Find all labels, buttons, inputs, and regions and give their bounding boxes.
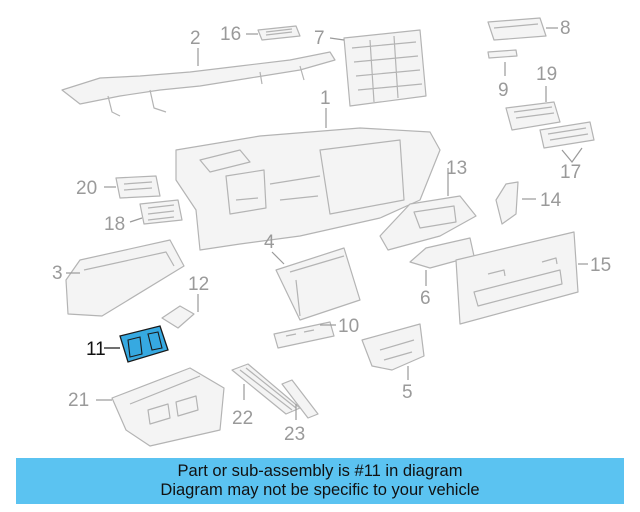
callout-14: 14 <box>540 190 562 211</box>
callout-8: 8 <box>560 18 571 39</box>
callout-20: 20 <box>76 178 97 199</box>
parts-diagram: 2 16 7 8 9 19 17 1 <box>52 17 611 447</box>
part-11-highlighted[interactable] <box>119 325 169 363</box>
callout-9: 9 <box>498 80 509 101</box>
part-21-lower-trim <box>111 367 225 447</box>
callout-23: 23 <box>284 424 305 445</box>
part-5-console <box>361 323 425 371</box>
leader-18 <box>129 217 143 223</box>
part-3-side-panel <box>65 239 185 317</box>
callout-11[interactable]: 11 <box>86 339 106 360</box>
part-2-support-beam <box>61 51 336 117</box>
part-7-panel <box>343 29 427 107</box>
callout-19: 19 <box>536 64 557 85</box>
callout-4: 4 <box>264 232 275 253</box>
callout-13: 13 <box>446 158 467 179</box>
callout-2: 2 <box>190 28 201 49</box>
callout-17: 17 <box>560 162 581 183</box>
part-14-bracket <box>495 181 519 225</box>
part-20-vent <box>115 175 161 199</box>
banner-line-1: Part or sub-assembly is #11 in diagram <box>177 462 463 480</box>
callout-3: 3 <box>52 263 63 284</box>
leader-7 <box>329 37 345 41</box>
part-18-switch-panel <box>139 199 183 225</box>
callout-16: 16 <box>220 24 241 45</box>
callout-1: 1 <box>320 88 331 109</box>
part-4-glove-bin <box>275 247 361 321</box>
callout-21: 21 <box>68 390 89 411</box>
callout-5: 5 <box>402 382 413 403</box>
part-15-liner <box>455 231 579 325</box>
banner-line-2: Diagram may not be specific to your vehi… <box>160 481 480 499</box>
part-9-strip <box>487 49 518 59</box>
part-6-bracket <box>409 237 475 269</box>
part-13-glove-door <box>379 195 477 251</box>
part-16-vent <box>257 25 301 41</box>
callout-6: 6 <box>420 288 431 309</box>
leader-17 <box>561 147 583 163</box>
callout-7: 7 <box>314 28 325 49</box>
leader-4 <box>271 251 285 265</box>
callout-18: 18 <box>104 214 125 235</box>
callout-22: 22 <box>232 408 253 429</box>
part-10-bezel <box>273 321 335 349</box>
info-banner: Part or sub-assembly is #11 in diagram D… <box>16 458 624 504</box>
part-23-strip <box>281 379 319 419</box>
part-12-clip <box>161 305 195 329</box>
part-19-vent <box>505 101 561 131</box>
callout-12: 12 <box>188 274 209 295</box>
part-17-vents <box>539 121 595 149</box>
part-8-box <box>487 17 547 41</box>
callout-10: 10 <box>338 316 359 337</box>
part-1-instrument-panel <box>175 127 441 251</box>
callout-15: 15 <box>590 255 611 276</box>
